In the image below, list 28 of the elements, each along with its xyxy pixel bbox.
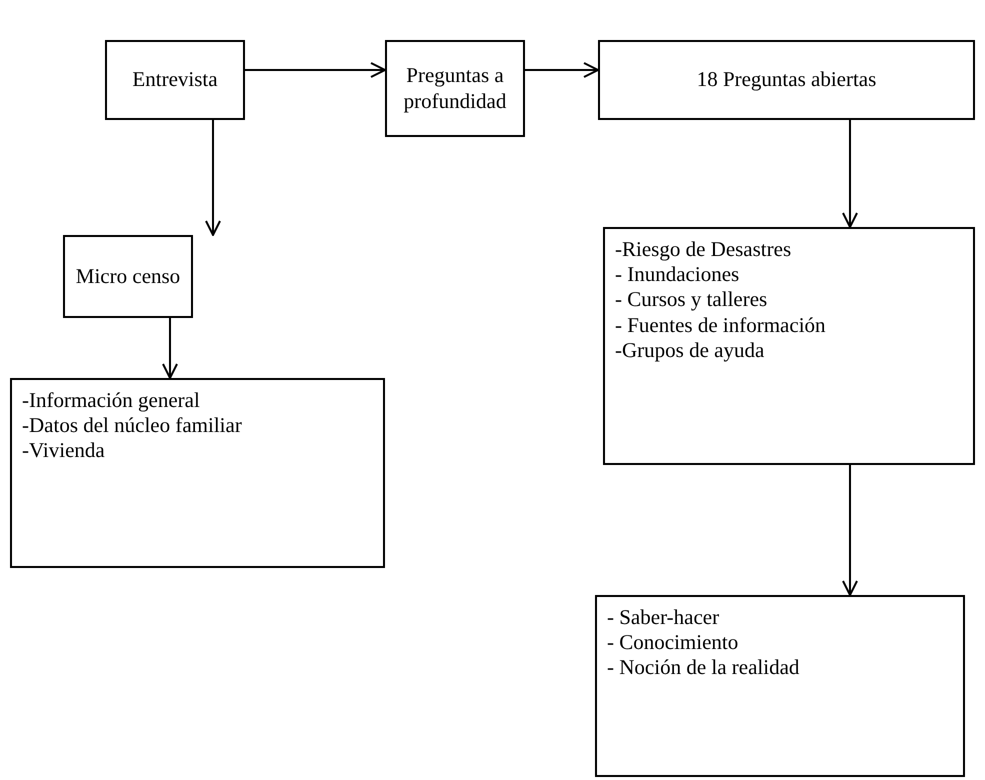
- list-box: [595, 595, 965, 777]
- list-item: -Información general: [22, 388, 200, 414]
- arrow: [245, 62, 386, 78]
- arrow: [842, 120, 858, 228]
- list-item: - Cursos y talleres: [615, 287, 768, 313]
- box-label: 18 Preguntas abiertas: [696, 67, 876, 93]
- list-item: -Grupos de ayuda: [615, 338, 764, 363]
- list-item: - Fuentes de información: [615, 312, 826, 338]
- process-box: [598, 40, 975, 120]
- process-box: [63, 235, 193, 318]
- list-item: -Vivienda: [22, 438, 105, 464]
- process-box: [385, 40, 525, 137]
- list-box: [603, 227, 975, 465]
- arrow: [162, 318, 178, 379]
- box-label: Micro censo: [76, 264, 180, 290]
- arrow: [525, 62, 599, 78]
- box-label: Preguntas a profundidad: [402, 63, 508, 114]
- process-box: [105, 40, 245, 120]
- arrow: [205, 120, 221, 236]
- list-item: - Noción de la realidad: [607, 655, 800, 681]
- list-item: -Datos del núcleo familiar: [22, 413, 242, 438]
- arrow: [842, 465, 858, 596]
- box-label: Entrevista: [132, 67, 218, 93]
- list-item: -Riesgo de Desastres: [615, 237, 792, 262]
- list-item: - Inundaciones: [615, 262, 740, 288]
- list-box: [10, 378, 385, 568]
- list-item: - Conocimiento: [607, 630, 738, 656]
- list-item: - Saber-hacer: [607, 605, 720, 630]
